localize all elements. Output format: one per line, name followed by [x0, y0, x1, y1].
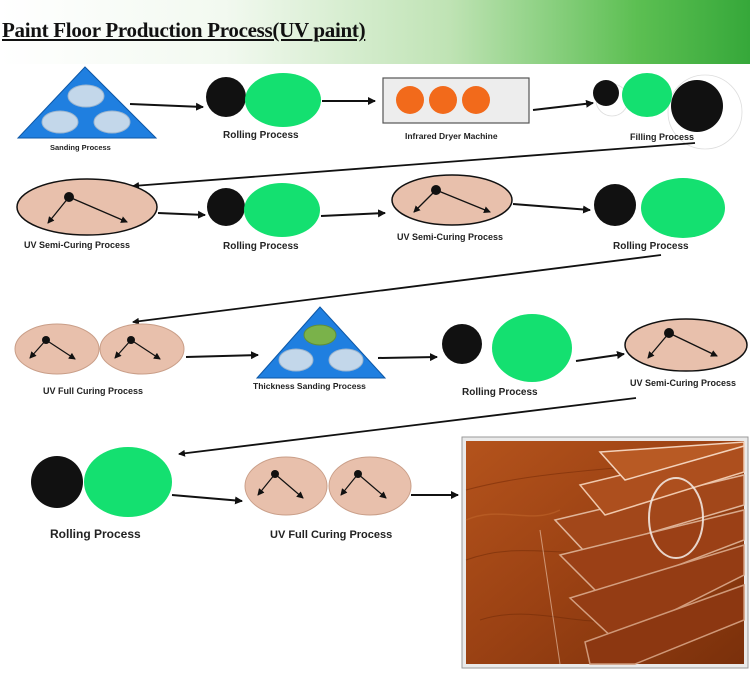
rolling-step-4: Rolling Process: [442, 314, 572, 398]
label-rolling-2: Rolling Process: [223, 241, 299, 252]
title-banner: [0, 0, 750, 64]
arrow: [532, 99, 594, 111]
label-uv-semi-2: UV Semi-Curing Process: [397, 232, 503, 242]
label-infrared: Infrared Dryer Machine: [405, 131, 498, 141]
rolling-step-3: Rolling Process: [594, 178, 725, 252]
sanding-step: Sanding Process: [16, 66, 158, 152]
label-uv-full-2: UV Full Curing Process: [270, 529, 392, 541]
label-uv-full-1: UV Full Curing Process: [43, 386, 143, 396]
arrow: [185, 351, 259, 360]
label-rolling-4: Rolling Process: [462, 387, 538, 398]
page-title: Paint Floor Production Process(UV paint): [2, 18, 366, 42]
rolling-step-5: Rolling Process: [31, 447, 172, 541]
arrow: [178, 397, 637, 457]
arrow: [320, 209, 386, 218]
label-rolling-5: Rolling Process: [50, 527, 141, 541]
arrow: [377, 353, 438, 362]
filling-step: Filling Process: [593, 73, 743, 150]
finished-floor-photo: [461, 436, 749, 669]
arrow: [129, 102, 204, 111]
infrared-dryer-step: Infrared Dryer Machine: [382, 77, 530, 141]
arrow: [575, 351, 625, 362]
uv-semi-curing-step-2: UV Semi-Curing Process: [391, 174, 513, 242]
rolling-step-1: Rolling Process: [206, 73, 321, 141]
arrow: [157, 210, 206, 219]
arrow: [132, 254, 662, 325]
label-thickness: Thickness Sanding Process: [253, 381, 366, 391]
label-filling: Filling Process: [630, 132, 694, 142]
label-uv-semi-1: UV Semi-Curing Process: [24, 240, 130, 250]
arrow: [512, 203, 591, 214]
uv-full-curing-step-1: UV Full Curing Process: [14, 323, 185, 396]
uv-full-curing-step-2: UV Full Curing Process: [244, 456, 412, 541]
label-rolling-3: Rolling Process: [613, 241, 689, 252]
thickness-sanding-step: Thickness Sanding Process: [253, 306, 387, 391]
rolling-step-2: Rolling Process: [207, 183, 320, 252]
uv-semi-curing-step-3: UV Semi-Curing Process: [624, 318, 748, 388]
arrow: [171, 494, 243, 505]
uv-semi-curing-step-1: UV Semi-Curing Process: [16, 178, 158, 250]
arrow: [132, 142, 696, 190]
label-sanding: Sanding Process: [50, 143, 111, 152]
label-rolling-1: Rolling Process: [223, 130, 299, 141]
label-uv-semi-3: UV Semi-Curing Process: [630, 378, 736, 388]
